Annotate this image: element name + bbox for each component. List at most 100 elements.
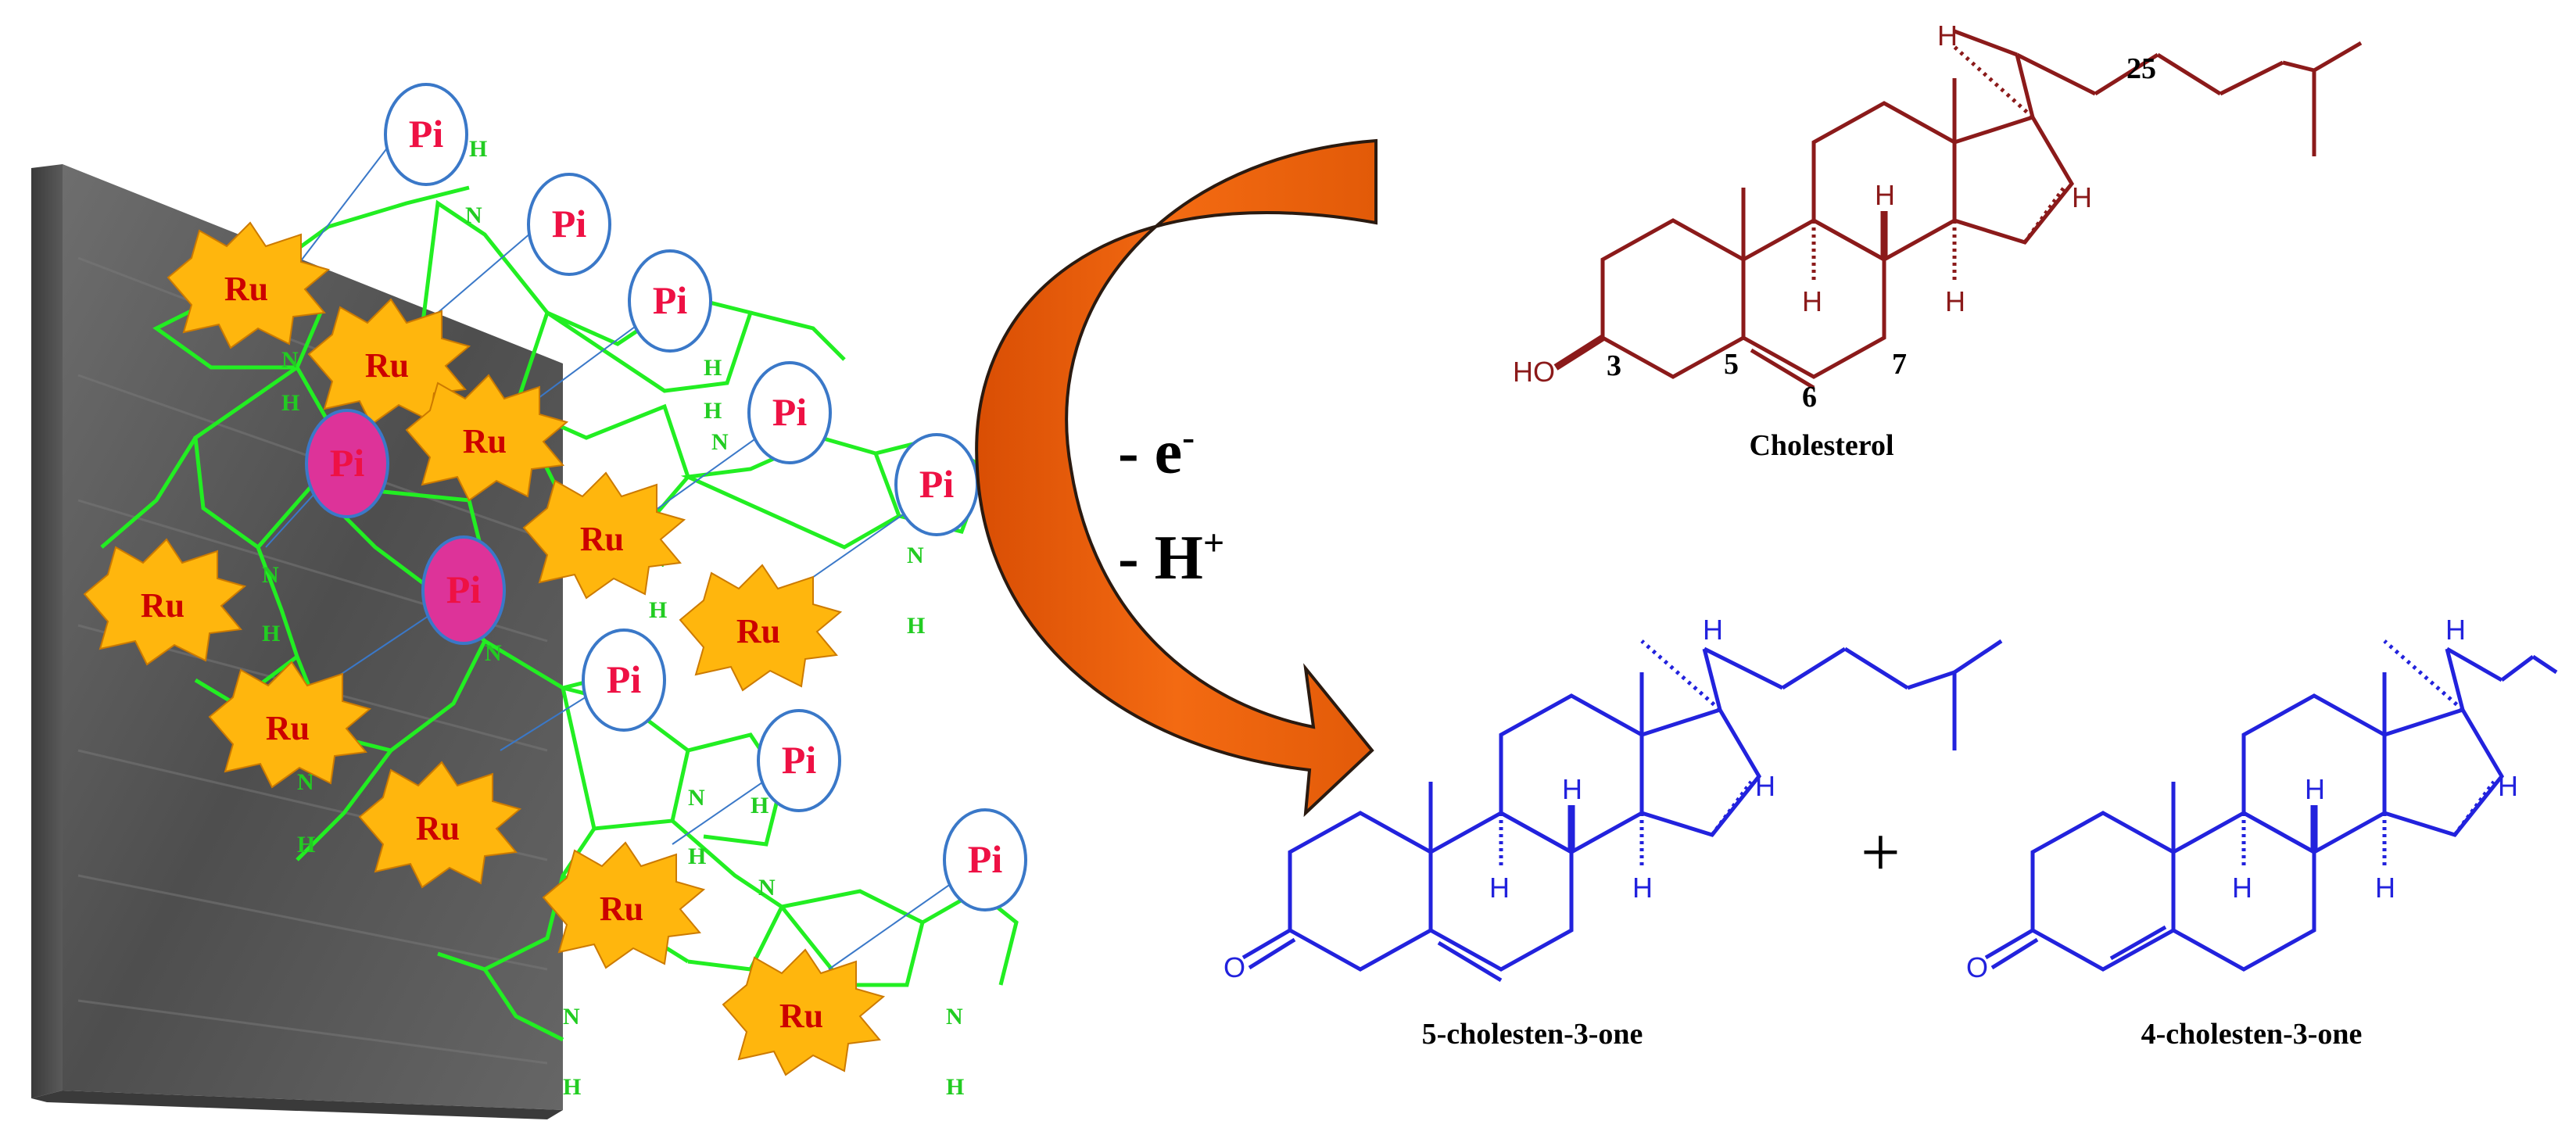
svg-text:H: H: [297, 832, 315, 858]
svg-text:Ru: Ru: [141, 586, 185, 625]
svg-text:N: N: [465, 202, 482, 228]
ru-particle: Ru: [208, 661, 372, 789]
pi-marker: Pi: [305, 409, 389, 518]
svg-text:H: H: [907, 613, 925, 639]
h-label: H: [1937, 20, 1958, 52]
svg-text:Ru: Ru: [580, 520, 624, 558]
svg-text:Pi: Pi: [919, 462, 955, 506]
ru-particle: Ru: [167, 221, 331, 349]
ru-particle: Ru: [522, 471, 686, 600]
cholesterol-structure: [1553, 29, 2363, 390]
svg-text:Ru: Ru: [365, 346, 409, 385]
curved-arrow-icon: [975, 138, 1378, 818]
nh-labels: H N N H H H N N H N H N H N N H N H H N …: [262, 136, 964, 1100]
svg-text:N: N: [946, 1004, 963, 1030]
svg-text:H: H: [262, 621, 280, 646]
h-label: H: [2305, 773, 2325, 805]
atom-number-25: 25: [2126, 52, 2156, 85]
h-label: H: [2232, 872, 2252, 904]
svg-text:N: N: [262, 562, 279, 588]
pi-markers: Pi Pi Pi Pi Pi Pi: [305, 83, 1027, 911]
svg-text:H: H: [688, 843, 706, 869]
svg-text:N: N: [711, 429, 729, 455]
svg-text:Ru: Ru: [224, 270, 268, 308]
electrode-plate-bottom: [31, 1090, 563, 1119]
pi-marker: Pi: [757, 709, 841, 812]
svg-text:N: N: [688, 785, 705, 811]
svg-text:Ru: Ru: [600, 890, 643, 928]
pi-marker: Pi: [628, 249, 712, 353]
pi-marker: Pi: [747, 361, 832, 464]
electrode-illustration: H N N H H H N N H N H N H N N H N H H N …: [31, 83, 1027, 1119]
svg-text:N: N: [485, 640, 502, 666]
svg-text:H: H: [704, 398, 722, 424]
h-label: H: [2445, 614, 2466, 646]
cholesterol-labels: HO 3 5 6 7 25 H H H H H Cholesterol: [1513, 20, 2156, 462]
product-2-structure: [1984, 639, 2558, 972]
h-label: H: [1802, 285, 1822, 317]
ru-particle: Ru: [722, 948, 886, 1076]
svg-text:Pi: Pi: [653, 278, 688, 322]
svg-text:Ru: Ru: [463, 422, 507, 460]
svg-text:Pi: Pi: [552, 202, 587, 245]
svg-text:Pi: Pi: [446, 568, 482, 611]
h-label: H: [2375, 872, 2395, 904]
oxygen-label: O: [1966, 951, 1988, 983]
reaction-conditions: - e- - H+: [1118, 417, 1224, 593]
pi-marker: Pi: [421, 535, 506, 645]
svg-text:N: N: [563, 1004, 580, 1030]
h-label: H: [2498, 770, 2518, 802]
proton-loss-label: - H: [1118, 524, 1203, 593]
electron-loss-label: - e: [1118, 418, 1182, 487]
reaction-arrow: - e- - H+: [975, 138, 1378, 818]
svg-text:H: H: [649, 597, 667, 623]
svg-text:Pi: Pi: [607, 657, 642, 701]
pi-marker: Pi: [384, 83, 468, 186]
h-label: H: [1755, 770, 1775, 802]
svg-text:H: H: [469, 136, 487, 162]
electrode-plate-edge: [31, 164, 63, 1098]
product-1-labels: O H H H H H 5-cholesten-3-one: [1224, 614, 1775, 1051]
h-label: H: [2072, 181, 2092, 213]
electron-charge: -: [1182, 417, 1195, 458]
oxygen-label: O: [1224, 951, 1245, 983]
hydroxyl-label: HO: [1513, 356, 1555, 388]
product-1-name: 5-cholesten-3-one: [1422, 1018, 1643, 1051]
svg-text:H: H: [563, 1074, 581, 1100]
svg-text:Ru: Ru: [736, 612, 780, 650]
svg-text:Pi: Pi: [772, 390, 808, 434]
ru-particle: Ru: [405, 374, 569, 502]
svg-text:N: N: [297, 769, 314, 795]
svg-text:Pi: Pi: [330, 441, 365, 485]
h-label: H: [1703, 614, 1723, 646]
svg-text:Pi: Pi: [782, 738, 817, 782]
atom-number-6: 6: [1802, 381, 1817, 414]
svg-text:H: H: [751, 793, 769, 818]
svg-text:Pi: Pi: [968, 837, 1003, 881]
h-label: H: [1562, 773, 1582, 805]
proton-charge: +: [1203, 522, 1224, 564]
ru-particle: Ru: [542, 841, 706, 969]
svg-text:Ru: Ru: [779, 997, 823, 1035]
pi-marker: Pi: [527, 173, 611, 276]
svg-text:Pi: Pi: [409, 112, 444, 156]
atom-number-3: 3: [1607, 349, 1621, 382]
ru-particle: Ru: [358, 761, 522, 889]
pi-marker: Pi: [943, 808, 1027, 911]
product-2-labels: O H H H H H 4-cholesten-3-one: [1966, 614, 2518, 1051]
atom-number-5: 5: [1724, 348, 1739, 381]
svg-text:- H+: - H+: [1118, 522, 1224, 593]
atom-number-7: 7: [1892, 348, 1907, 381]
svg-text:N: N: [907, 543, 924, 568]
svg-text:H: H: [281, 390, 299, 416]
svg-text:Ru: Ru: [416, 809, 460, 847]
svg-text:N: N: [758, 875, 776, 901]
ru-particles: Ru Ru Ru Ru Ru Ru: [83, 221, 886, 1076]
svg-text:H: H: [704, 355, 722, 381]
svg-text:N: N: [281, 347, 299, 373]
product-2-name: 4-cholesten-3-one: [2141, 1018, 2363, 1051]
plus-sign: +: [1861, 814, 1901, 891]
svg-text:- e-: - e-: [1118, 417, 1195, 487]
h-label: H: [1489, 872, 1510, 904]
